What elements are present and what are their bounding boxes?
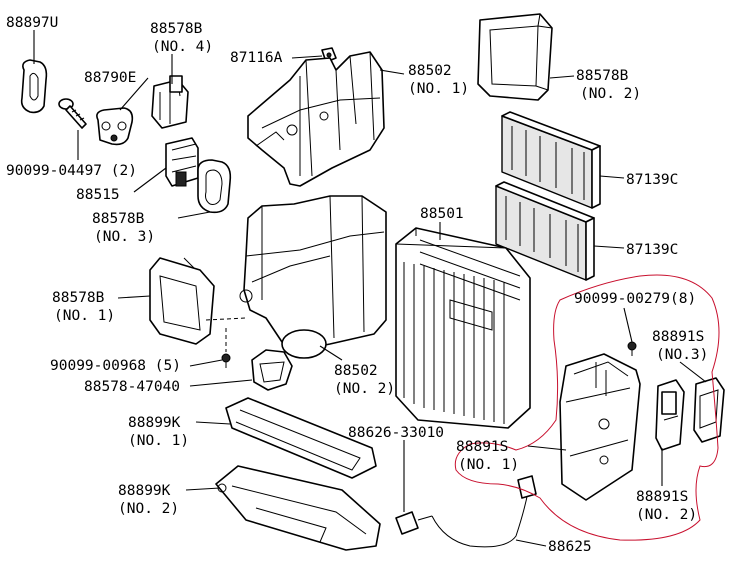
callout-87139c-upper: 87139C [626,172,678,188]
seal-ring-88578b-no3-drawing [197,159,232,214]
gasket-88578b-no2-drawing [477,13,553,101]
grommet-88897u-drawing [20,59,48,114]
gasket-88578b-no1-drawing [149,257,215,345]
evaporator-88501-drawing [395,227,531,429]
callout-90099-00968: 90099-00968 (5) [50,358,181,374]
callout-88578b-no4-sub: (NO. 4) [152,39,213,55]
callout-88502-no1: 88502 [408,63,452,79]
callout-88899k-no2-sub: (NO. 2) [118,501,179,517]
callout-88891s-no2: 88891S [636,489,688,505]
callout-88578b-no3-sub: (NO. 3) [94,229,155,245]
screw-90099-00279-drawing [627,341,637,356]
callout-88790e: 88790E [84,70,136,86]
callout-88502-no2-sub: (NO. 2) [334,381,395,397]
callout-88891s-no2-sub: (NO. 2) [636,507,697,523]
connector-88626-33010-drawing [395,511,433,535]
filter-87139c-lower-drawing [495,181,595,281]
callout-88578b-no2-sub: (NO. 2) [580,86,641,102]
callout-88578-47040: 88578-47040 [84,379,180,395]
leader-lines [33,30,707,547]
callout-88578b-no1: 88578B [52,290,105,306]
clip-88578b-no4-drawing [151,75,189,129]
clip-88891s-no3-drawing [693,377,725,443]
callout-88899k-no2: 88899K [118,483,171,499]
screw-90099-00968-drawing [221,353,231,368]
callout-88899k-no1: 88899K [128,415,181,431]
callout-88625: 88625 [548,539,592,555]
callout-88626-33010: 88626-33010 [348,425,444,441]
expansion-valve-88515-drawing [165,137,199,187]
callout-88515: 88515 [76,187,120,203]
callout-87139c-lower: 87139C [626,242,678,258]
callout-88502-no2: 88502 [334,363,378,379]
drain-tray-88899k-no1-drawing [225,397,377,479]
clip-88891s-no2-drawing [655,379,685,451]
callout-88891s-no1: 88891S [456,439,508,455]
callout-88501: 88501 [420,206,464,222]
callout-88578b-no2: 88578B [576,68,629,84]
callout-88578b-no4: 88578B [150,21,203,37]
callout-88897u: 88897U [6,15,58,31]
upper-case-88502-no1-drawing [247,51,385,187]
callout-88899k-no1-sub: (NO. 1) [128,433,189,449]
screw-90099-04497-drawing [58,98,87,129]
plug-88578-47040-drawing [251,349,293,391]
bracket-88790e-drawing [96,107,134,146]
callout-88891s-no1-sub: (NO. 1) [458,457,519,473]
bottom-cover-88899k-no2-drawing [215,465,381,551]
callout-87116a: 87116A [230,50,283,66]
callout-90099-04497: 90099-04497 (2) [6,163,137,179]
callout-90099-00279: 90099-00279(8) [574,291,696,307]
callout-88578b-no3: 88578B [92,211,145,227]
bracket-88891s-no1-drawing [559,353,641,501]
callout-88578b-no1-sub: (NO. 1) [54,308,115,324]
callout-88891s-no3-sub: (NO.3) [656,347,708,363]
thermistor-88625-drawing [431,475,537,548]
lower-case-88502-no2-drawing [239,195,387,359]
filter-87139c-upper-drawing [501,111,601,209]
highlight-outline [454,274,720,541]
callout-88891s-no3: 88891S [652,329,704,345]
callout-88502-no1-sub: (NO. 1) [408,81,469,97]
callout-labels: 88897U 88578B (NO. 4) 87116A 88502 (NO. … [6,15,708,555]
